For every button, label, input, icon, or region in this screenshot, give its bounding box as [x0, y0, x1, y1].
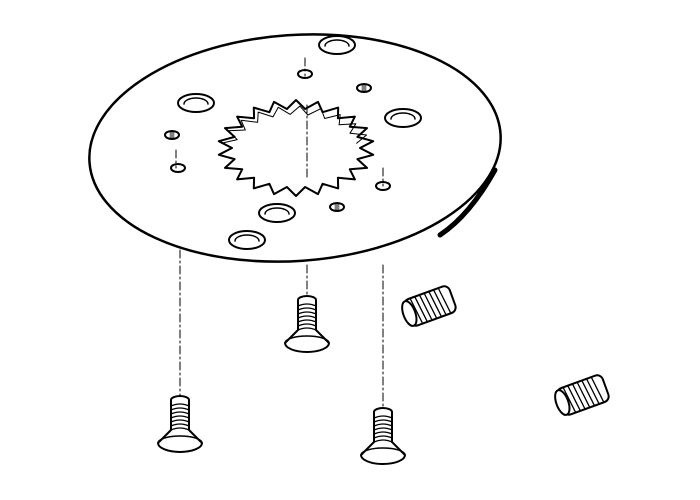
countersunk-screw: [157, 395, 203, 453]
countersunk-hole: [177, 93, 215, 113]
gear-teeth: [217, 99, 375, 197]
countersunk-hole: [318, 35, 356, 55]
thread-marks: [169, 132, 175, 138]
hole-inner-edge: [264, 207, 290, 215]
plate-edge-shading: [437, 167, 498, 238]
countersunk-hole: [228, 230, 266, 250]
thread-marks: [361, 85, 367, 91]
hole-inner-edge: [234, 234, 260, 242]
center-lines: [175, 57, 384, 411]
hole-inner-edge: [324, 39, 350, 47]
small-hole: [170, 163, 186, 173]
countersunk-holes: [164, 35, 422, 250]
countersunk-screw: [360, 407, 406, 465]
countersunk-hole: [384, 108, 422, 128]
thread-marks: [334, 204, 340, 210]
countersunk-hole: [258, 203, 296, 223]
hole-inner-edge: [390, 112, 416, 120]
hole-inner-edge: [183, 97, 209, 105]
splined-hole: [217, 99, 375, 197]
set-screw: [554, 374, 610, 416]
set-screw: [401, 285, 457, 327]
countersunk-screw: [284, 295, 330, 353]
gear-inner-edge: [220, 105, 368, 144]
